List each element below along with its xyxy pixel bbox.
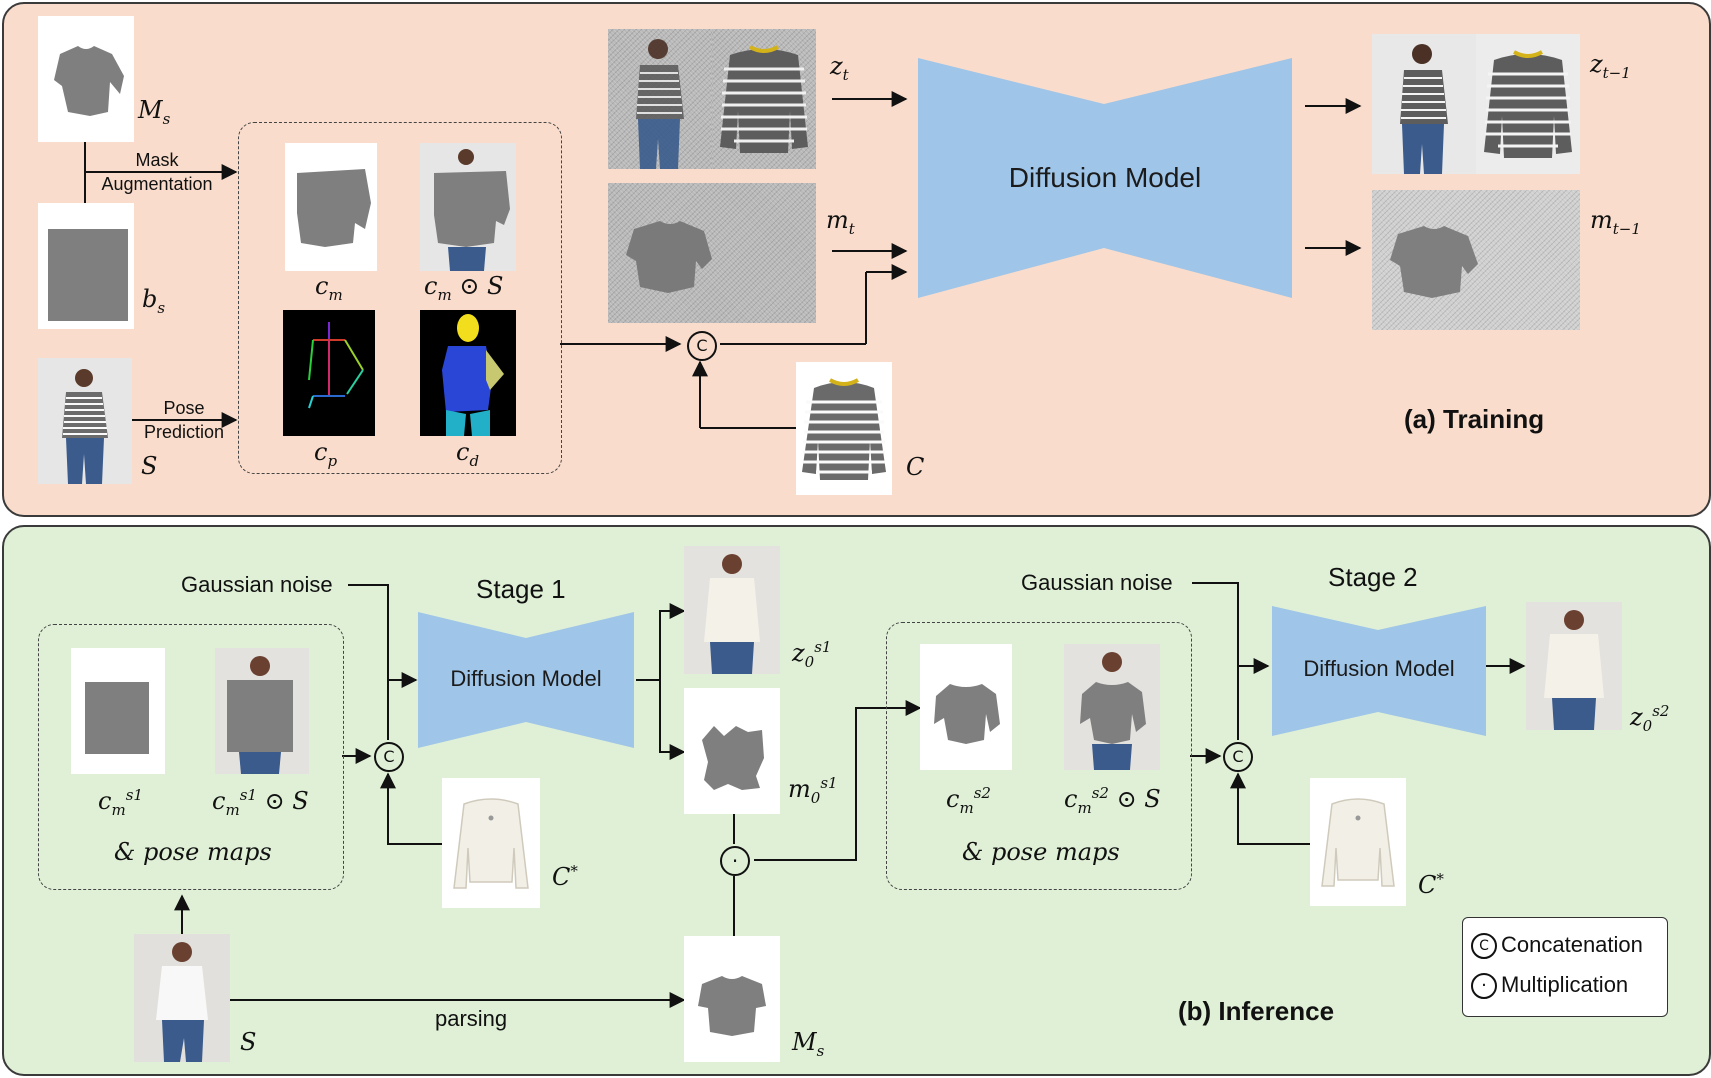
gaussian-noise-2-label: Gaussian noise xyxy=(1021,570,1173,595)
cm-times-S-thumb xyxy=(420,143,516,271)
pose-maps-2-label: & pose maps xyxy=(962,838,1120,866)
ztm1-person-thumb xyxy=(1372,34,1476,174)
label-zt: zt xyxy=(830,52,849,84)
mask-augmentation-label: Mask Augmentation xyxy=(101,150,213,194)
S-inference-thumb xyxy=(134,934,230,1062)
label-S: S xyxy=(141,452,158,480)
label-z0-s2: z0s2 xyxy=(1630,702,1670,735)
label-cd: cd xyxy=(456,438,480,470)
garment-C-thumb xyxy=(796,362,892,495)
label-ztm1: zt−1 xyxy=(1590,50,1631,82)
label-cm-s1: cms1 xyxy=(98,786,143,819)
cd-densepose-thumb xyxy=(420,310,516,436)
condition-group-training xyxy=(238,122,562,474)
m0-s1-thumb xyxy=(684,688,780,814)
condition-group-stage2 xyxy=(886,622,1192,890)
label-cmS-s1: cms1 ⊙ S xyxy=(212,786,309,819)
training-heading: (a) Training xyxy=(1404,404,1545,434)
label-cmS-s2: cms2 ⊙ S xyxy=(1064,784,1161,817)
label-cm: cm xyxy=(315,272,343,304)
label-S-inference: S xyxy=(240,1028,257,1056)
label-Ms-inference: Ms xyxy=(792,1028,825,1060)
label-Ms: Ms xyxy=(138,96,171,128)
pose-maps-1-label: & pose maps xyxy=(114,838,272,866)
cm-thumb xyxy=(285,143,377,271)
garment-mask-thumb xyxy=(38,16,134,142)
garment-Cstar-2-thumb xyxy=(1310,778,1406,906)
concat-op-stage2: C xyxy=(1223,742,1253,772)
diffusion-model-training-label: Diffusion Model xyxy=(1008,162,1202,193)
label-z0-s1: z0s1 xyxy=(792,638,832,671)
condition-group-stage1 xyxy=(38,624,344,890)
label-mtm1: mt−1 xyxy=(1590,206,1641,238)
ztm1-garment-thumb xyxy=(1476,34,1580,174)
legend-multiplication: ·Multiplication xyxy=(1471,972,1628,1000)
label-bs: bs xyxy=(142,285,166,317)
label-C: C xyxy=(906,453,925,481)
pose-prediction-label: Pose Prediction xyxy=(143,398,225,442)
zt-garment-thumb xyxy=(712,29,816,169)
stage2-title: Stage 2 xyxy=(1328,562,1418,592)
cp-pose-thumb xyxy=(283,310,375,436)
zt-person-thumb xyxy=(608,29,712,169)
concat-symbol-icon: C xyxy=(1471,933,1497,960)
multiply-symbol-icon: · xyxy=(1471,973,1497,1000)
label-cm-s2: cms2 xyxy=(946,784,991,817)
z0-s1-thumb xyxy=(684,546,780,674)
inference-heading: (b) Inference xyxy=(1178,996,1335,1026)
diffusion-model-stage2-label: Diffusion Model xyxy=(1303,656,1455,681)
source-person-thumb xyxy=(38,358,132,484)
label-Cstar-2: C* xyxy=(1418,870,1444,899)
cm-s2-thumb xyxy=(920,644,1012,770)
bbox-mask-thumb xyxy=(38,203,134,329)
label-cm-times-S: cm ⊙ S xyxy=(424,272,504,304)
gaussian-noise-1-label: Gaussian noise xyxy=(181,572,333,597)
cmS-s1-thumb xyxy=(215,648,309,774)
diffusion-model-stage1-label: Diffusion Model xyxy=(450,666,602,691)
Ms-inference-thumb xyxy=(684,936,780,1062)
label-m0-s1: m0s1 xyxy=(788,774,838,807)
mt-noisy-mask-thumb xyxy=(608,183,816,323)
cmS-s2-thumb xyxy=(1064,644,1160,770)
parsing-label: parsing xyxy=(435,1006,508,1031)
stage1-title: Stage 1 xyxy=(476,574,566,604)
label-Cstar-1: C* xyxy=(552,862,578,891)
label-mt: mt xyxy=(826,206,855,238)
mtm1-mask-thumb xyxy=(1372,190,1580,330)
z0-s2-thumb xyxy=(1526,602,1622,730)
concat-op-training: C xyxy=(687,331,717,361)
label-cp: cp xyxy=(314,438,338,470)
concat-op-stage1: C xyxy=(374,742,404,772)
garment-Cstar-1-thumb xyxy=(442,778,540,908)
multiply-op: · xyxy=(720,846,750,876)
cm-s1-thumb xyxy=(71,648,165,774)
